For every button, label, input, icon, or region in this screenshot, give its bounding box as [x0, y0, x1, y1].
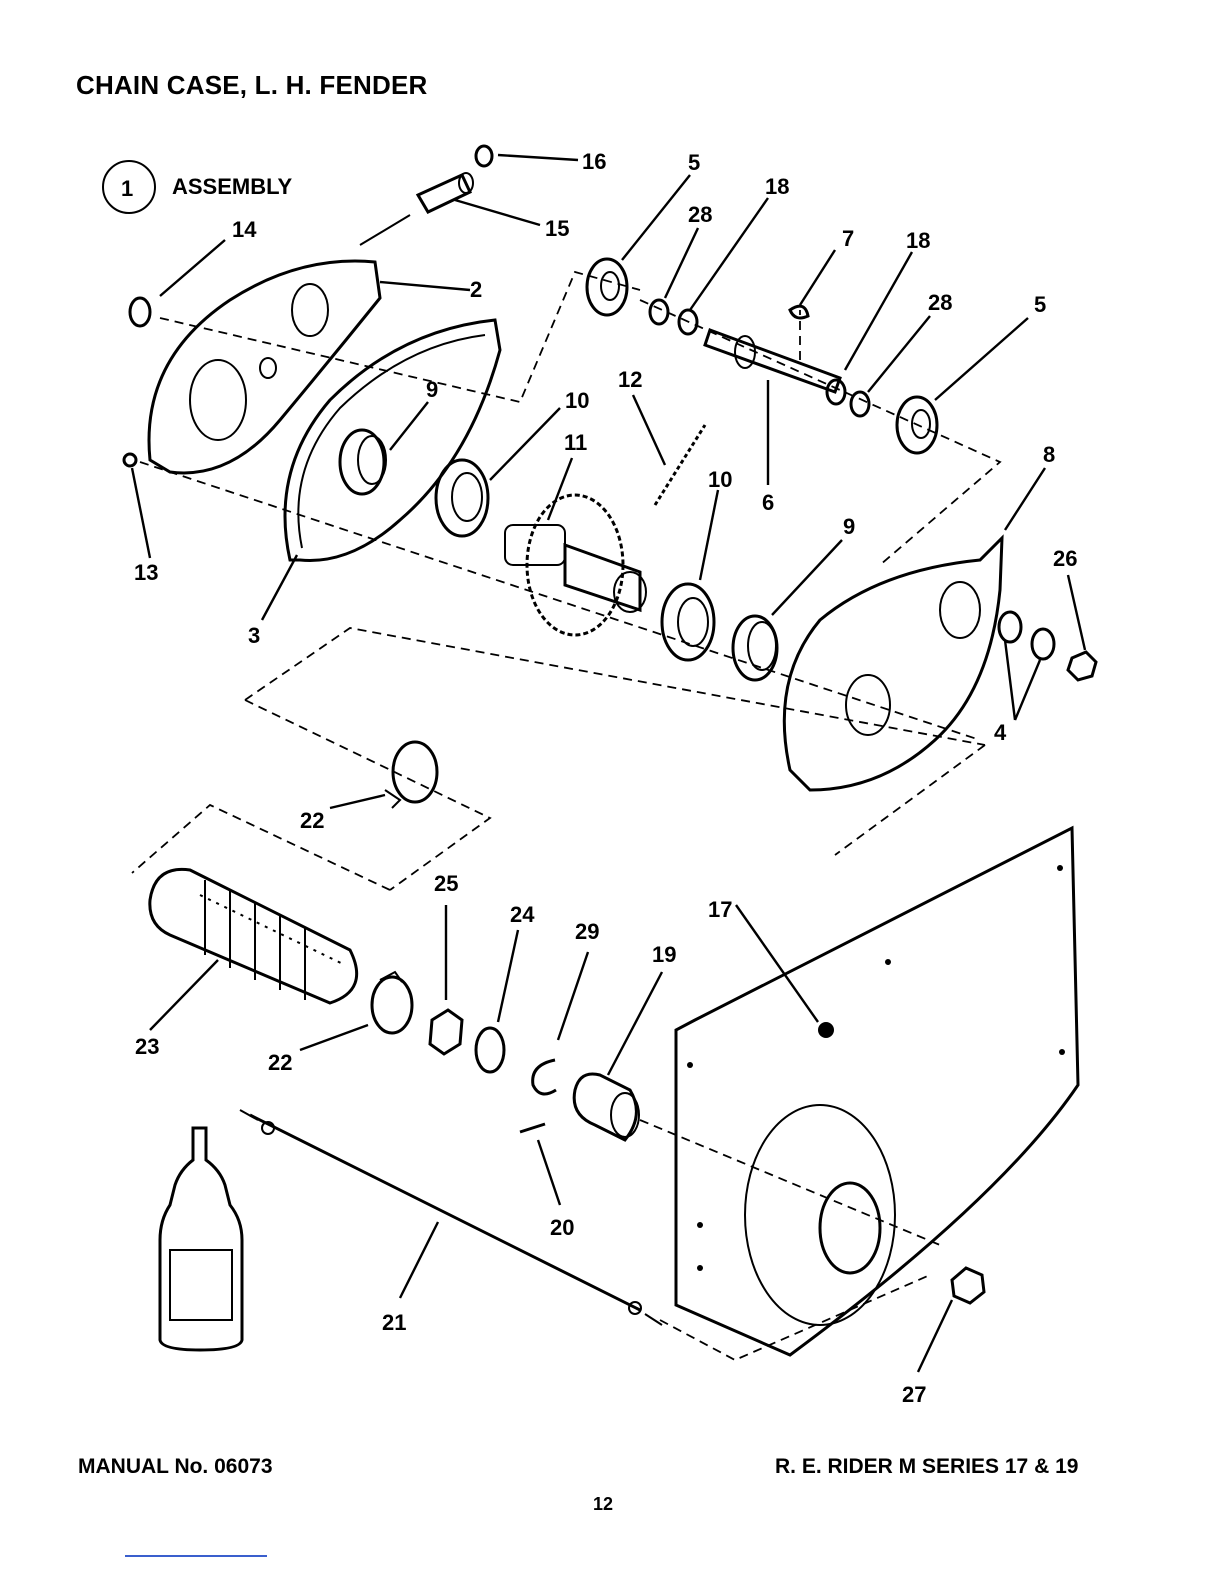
manual-number: MANUAL No. 06073 [78, 1455, 273, 1479]
callout-11: 11 [564, 430, 587, 455]
callout-23: 23 [135, 1034, 159, 1059]
callout-28-lower: 28 [928, 290, 952, 315]
bellows-boot [150, 869, 357, 1003]
callout-8: 8 [1043, 442, 1055, 467]
callout-12: 12 [618, 367, 642, 392]
assembly-callout: 1 ASSEMBLY [103, 161, 293, 213]
callout-10-upper: 10 [565, 388, 589, 413]
seal-upper [436, 460, 488, 536]
washer-a [999, 612, 1021, 642]
screw-13 [124, 454, 136, 466]
callout-7: 7 [842, 226, 854, 251]
hex-nut-26 [1068, 652, 1096, 680]
callout-20: 20 [550, 1215, 574, 1240]
callout-5-upper: 5 [688, 150, 700, 175]
callout-6: 6 [762, 490, 774, 515]
callout-25: 25 [434, 871, 458, 896]
bushing-15 [418, 173, 473, 212]
clip-16 [476, 146, 492, 166]
plug-14 [130, 298, 150, 326]
set-screw-20 [520, 1124, 545, 1132]
callout-9-upper: 9 [426, 377, 438, 402]
callout-24: 24 [510, 902, 535, 927]
callout-5-lower: 5 [1034, 292, 1046, 317]
collar-19 [574, 1074, 639, 1140]
callout-18-lower: 18 [906, 228, 930, 253]
callout-29: 29 [575, 919, 599, 944]
washer-b [1032, 629, 1054, 659]
callout-22-lower: 22 [268, 1050, 292, 1075]
snap-ring-29 [533, 1060, 556, 1094]
callout-15: 15 [545, 216, 569, 241]
callout-3: 3 [248, 623, 260, 648]
needle-bearing-lower [733, 616, 777, 680]
callout-14: 14 [232, 217, 257, 242]
assembly-number: 1 [121, 176, 133, 201]
callout-26: 26 [1053, 546, 1077, 571]
flange-nut-27 [952, 1268, 984, 1303]
callout-9-lower: 9 [843, 514, 855, 539]
hex-washer-25 [430, 1010, 462, 1054]
chain-case-gasket [285, 320, 500, 561]
callout-2: 2 [470, 277, 482, 302]
drive-chain [655, 425, 705, 505]
callout-16: 16 [582, 149, 606, 174]
callout-19: 19 [652, 942, 676, 967]
callout-22-upper: 22 [300, 808, 324, 833]
needle-bearing-upper [340, 430, 386, 494]
washer-24 [476, 1028, 504, 1072]
washer-28-upper [650, 300, 668, 324]
page-number: 12 [593, 1494, 613, 1515]
rod-21 [240, 1110, 662, 1325]
seal-lower [662, 584, 714, 660]
sprocket [505, 495, 646, 635]
woodruff-key [790, 306, 808, 318]
hose-clamp-upper [385, 742, 437, 808]
callout-17: 17 [708, 897, 732, 922]
oil-bottle [160, 1128, 242, 1350]
washer-28-lower [851, 392, 869, 416]
callout-28-upper: 28 [688, 202, 712, 227]
assembly-label: ASSEMBLY [172, 174, 293, 199]
callout-27: 27 [902, 1382, 926, 1407]
callout-numbers: 2 3 4 5 5 6 7 8 9 9 10 10 11 12 13 14 15… [134, 149, 1077, 1407]
callout-21: 21 [382, 1310, 406, 1335]
callout-4: 4 [994, 720, 1007, 745]
callout-18-upper: 18 [765, 174, 789, 199]
bearing-5-upper [587, 259, 627, 315]
callout-10-lower: 10 [708, 467, 732, 492]
leader-lines [132, 155, 1085, 1372]
callout-13: 13 [134, 560, 158, 585]
bottom-rule [125, 1555, 267, 1557]
hose-clamp-lower [372, 972, 412, 1033]
chain-case-cover [784, 538, 1002, 790]
product-series: R. E. RIDER M SERIES 17 & 19 [775, 1455, 1078, 1479]
